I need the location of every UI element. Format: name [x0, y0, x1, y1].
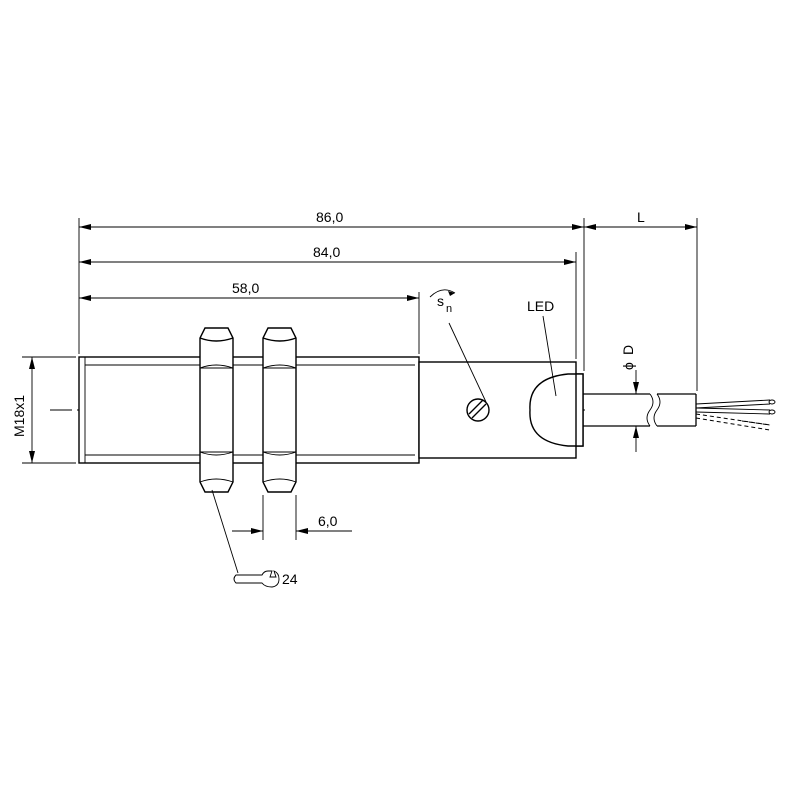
- wrench-leader: [211, 489, 239, 574]
- sn-leader: [448, 322, 487, 403]
- dim-overall-length: [79, 224, 584, 230]
- sensitivity-screw: [466, 398, 490, 422]
- phi-symbol: ϕ: [620, 362, 636, 370]
- dim-cable-length: [584, 224, 697, 230]
- led-dome: [529, 373, 584, 447]
- led-leader: [542, 315, 557, 397]
- hex-nut-2: [262, 327, 297, 493]
- cable-wires: [695, 399, 776, 431]
- wrench-size-label: 24: [282, 571, 298, 587]
- thread-label: M18x1: [11, 395, 27, 437]
- sn-arc: [429, 289, 456, 298]
- dim-thread-length: [79, 295, 419, 301]
- cable-gland: [575, 373, 584, 447]
- cable: [583, 393, 697, 427]
- dim-86-label: 86,0: [316, 209, 343, 225]
- dim-cable-diameter: [633, 370, 639, 452]
- dim-6-label: 6,0: [318, 513, 338, 529]
- hex-nut-1: [199, 327, 234, 493]
- dim-D-label: D: [620, 345, 636, 355]
- extension-lines: [22, 218, 698, 540]
- sn-label-s: s: [437, 293, 444, 309]
- led-label: LED: [527, 298, 554, 314]
- threaded-barrel: [78, 356, 420, 464]
- dim-L-label: L: [637, 209, 645, 225]
- dim-housing-length: [79, 259, 576, 265]
- dim-nut-thickness: [232, 528, 352, 534]
- dim-84-label: 84,0: [313, 244, 340, 260]
- wrench-icon: [233, 570, 280, 588]
- dim-thread-diameter: [29, 357, 35, 463]
- dim-58-label: 58,0: [232, 280, 259, 296]
- sn-label-n: n: [446, 303, 452, 315]
